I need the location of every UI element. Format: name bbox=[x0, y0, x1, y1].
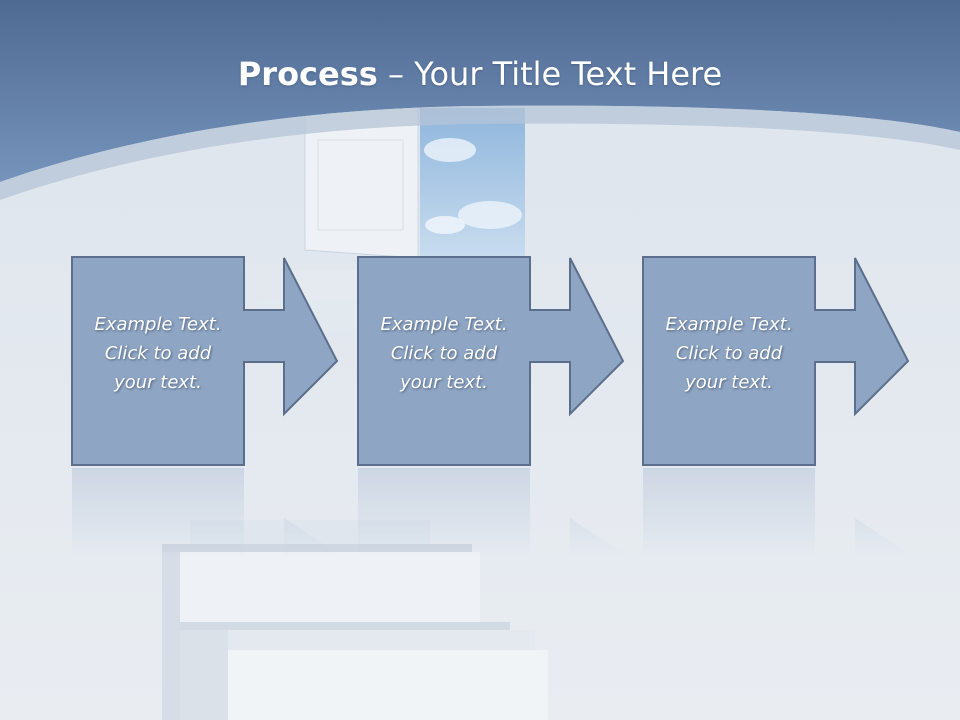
step-arrow-shape bbox=[642, 256, 910, 466]
step-text[interactable]: Example Text. Click to add your text. bbox=[380, 314, 508, 393]
process-step-1[interactable]: Example Text. Click to add your text. bbox=[71, 256, 341, 468]
step-arrow-shape bbox=[357, 256, 625, 466]
step-arrow-shape bbox=[71, 256, 339, 466]
process-step-3[interactable]: Example Text. Click to add your text. bbox=[642, 256, 912, 468]
step-reflection bbox=[72, 468, 337, 558]
title-bold: Process bbox=[237, 55, 378, 93]
process-step-2[interactable]: Example Text. Click to add your text. bbox=[357, 256, 627, 468]
step-text[interactable]: Example Text. Click to add your text. bbox=[94, 314, 222, 393]
slide-title[interactable]: Process – Your Title Text Here bbox=[0, 52, 960, 96]
step-text[interactable]: Example Text. Click to add your text. bbox=[665, 314, 793, 393]
step-reflection bbox=[643, 468, 908, 558]
title-rest: – Your Title Text Here bbox=[377, 55, 723, 93]
doorway-sky bbox=[420, 108, 525, 258]
step-reflection bbox=[358, 468, 623, 558]
header-band bbox=[0, 0, 960, 182]
